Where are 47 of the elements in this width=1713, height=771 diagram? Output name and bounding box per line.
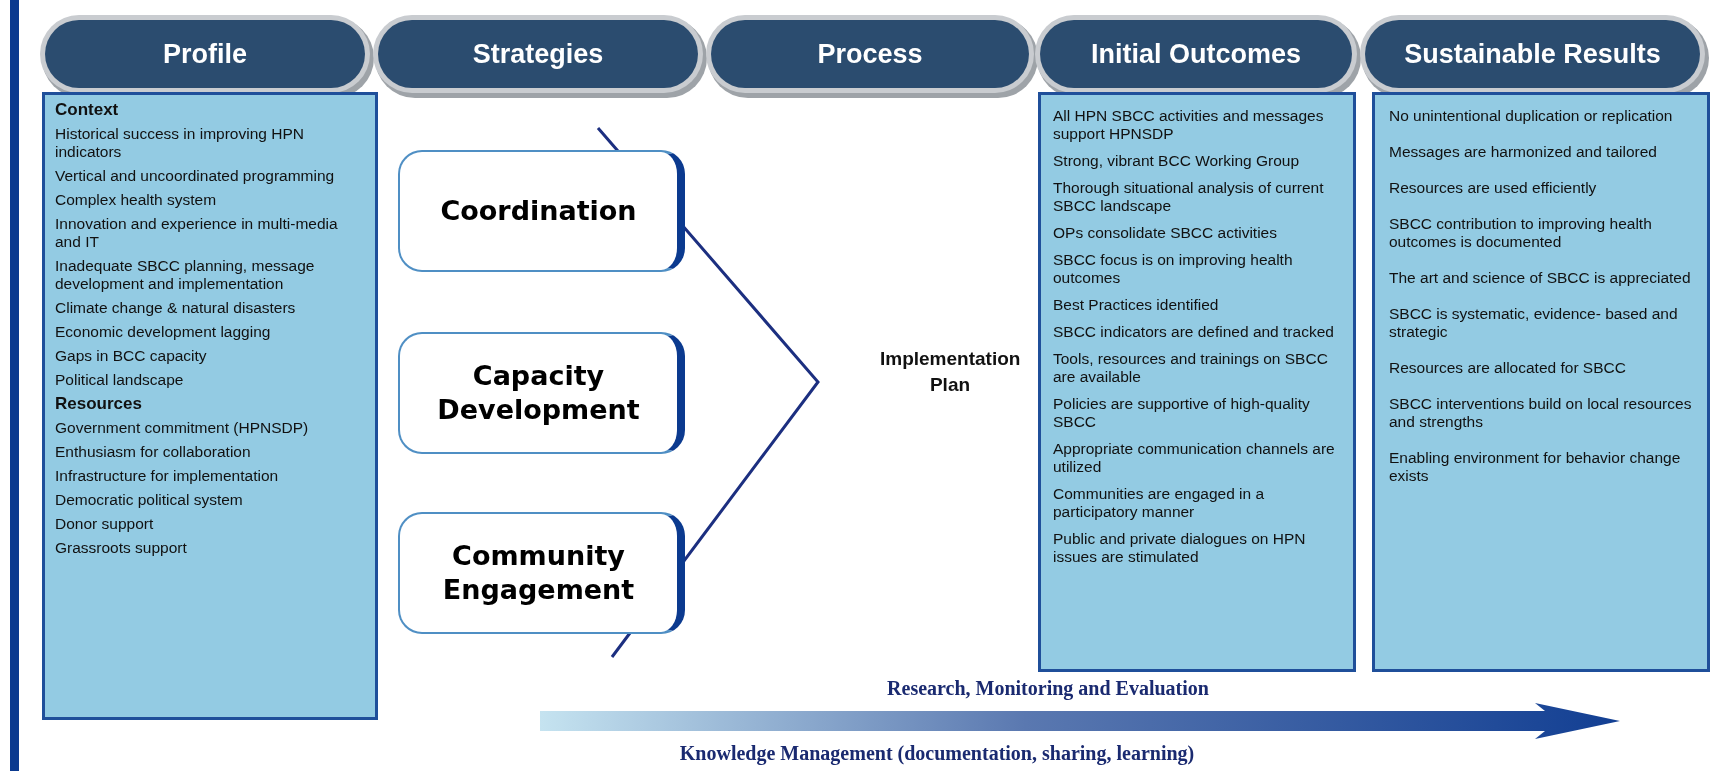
list-item: SBCC is systematic, evidence- based and strategic (1389, 305, 1679, 341)
list-item: Complex health system (55, 191, 218, 209)
list-panel (1038, 92, 1356, 672)
list-item: Vertical and uncoordinated programming (55, 167, 336, 185)
list-item: Historical success in improving HPN indicators (55, 125, 305, 161)
list-item: Communities are engaged in a participatory manner (1053, 485, 1266, 521)
list-item: Strong, vibrant BCC Working Group (1053, 152, 1301, 170)
list-item: Donor support (55, 515, 155, 533)
strategy-box: Community Engagement (398, 512, 685, 634)
list-item: Enabling environment for behavior change exists (1389, 449, 1682, 485)
list-item: SBCC focus is on improving health outcomes (1053, 251, 1294, 287)
list-item: Government commitment (HPNSDP) (55, 419, 310, 437)
list-item: OPs consolidate SBCC activities (1053, 224, 1278, 242)
list-item: Messages are harmonized and tailored (1389, 143, 1658, 161)
list-item: SBCC interventions build on local resources and strengths (1389, 395, 1693, 431)
strategy-box: Coordination (398, 150, 685, 272)
list-item: Resources are allocated for SBCC (1389, 359, 1627, 377)
list-panel (42, 92, 378, 720)
list-item: Infrastructure for implementation (55, 467, 280, 485)
list-item: Economic development lagging (55, 323, 272, 341)
list-item: Thorough situational analysis of current SBCC landscape (1053, 179, 1325, 215)
list-item: Grassroots support (55, 539, 188, 557)
list-item: Enthusiasm for collaboration (55, 443, 252, 461)
list-item: No unintentional duplication or replication (1389, 107, 1674, 125)
list-item: Resources are used efficiently (1389, 179, 1598, 197)
list-panel (1372, 92, 1710, 672)
arrow-label: Knowledge Management (documentation, sharing, learning) (679, 742, 1195, 765)
section-heading: Resources (55, 395, 143, 413)
list-item: Democratic political system (55, 491, 244, 509)
list-item: Innovation and experience in multi-media and IT (55, 215, 339, 251)
strategy-box: Capacity Development (398, 332, 685, 454)
section-heading: Context (55, 101, 120, 119)
process-label: Implementation Plan (880, 347, 1020, 397)
list-item: Inadequate SBCC planning, message development and implementation (55, 257, 316, 293)
list-item: Appropriate communication channels are utilized (1053, 440, 1336, 476)
list-item: SBCC contribution to improving health outcomes is documented (1389, 215, 1653, 251)
list-item: Best Practices identified (1053, 296, 1220, 314)
list-item: Tools, resources and trainings on SBCC are available (1053, 350, 1329, 386)
list-item: Policies are supportive of high-quality SBCC (1053, 395, 1311, 431)
list-item: Political landscape (55, 371, 185, 389)
arrow-label: Research, Monitoring and Evaluation (887, 677, 1209, 700)
list-item: Climate change & natural disasters (55, 299, 297, 317)
list-item: All HPN SBCC activities and messages support HPNSDP (1053, 107, 1325, 143)
list-item: Gaps in BCC capacity (55, 347, 208, 365)
list-item: The art and science of SBCC is appreciated (1389, 269, 1692, 287)
list-item: Public and private dialogues on HPN issues are stimulated (1053, 530, 1307, 566)
list-item: SBCC indicators are defined and tracked (1053, 323, 1335, 341)
